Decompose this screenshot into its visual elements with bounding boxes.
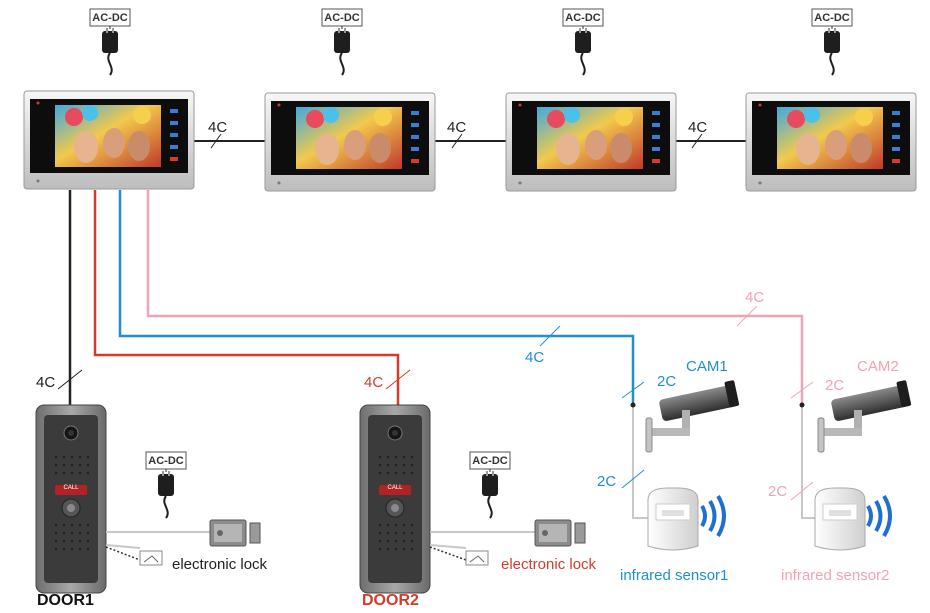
lock2-label: electronic lock <box>501 556 597 573</box>
cam1-label: CAM1 <box>686 358 728 375</box>
adapter-label: AC-DC <box>92 12 127 24</box>
cable-label-2c-sensor2: 2C <box>768 483 787 500</box>
wire-gray-sensor1 <box>632 405 648 519</box>
adapter-monitor-4: AC-DC <box>811 8 853 76</box>
wire-pink-cam2 <box>146 190 804 405</box>
adapter-monitor-3: AC-DC <box>562 8 604 76</box>
monitor-3 <box>505 92 677 192</box>
monitor-4 <box>745 92 917 192</box>
wire-red-door2 <box>93 190 400 412</box>
cable-label-4c: 4C <box>208 119 227 136</box>
adapter-label: AC-DC <box>472 455 507 467</box>
door2-label: DOOR2 <box>362 592 419 609</box>
electronic-lock-2 <box>534 519 586 547</box>
camera-1 <box>645 379 740 453</box>
monitor-2 <box>264 92 436 192</box>
wire-gray-sensor2 <box>801 405 815 519</box>
wireless-waves-icon <box>700 494 726 538</box>
door-station-1 <box>35 404 107 594</box>
cable-label-4c-door1: 4C <box>36 374 55 391</box>
adapter-label: AC-DC <box>324 12 359 24</box>
adapter-label: AC-DC <box>148 455 183 467</box>
infrared-sensor-2 <box>814 487 866 551</box>
sensor2-label: infrared sensor2 <box>781 567 889 584</box>
cable-label-4c-door2: 4C <box>364 374 383 391</box>
monitor-1 <box>23 90 195 190</box>
call-button-label: CALL <box>387 485 403 491</box>
cable-label-2c-sensor1: 2C <box>597 473 616 490</box>
door1-label: DOOR1 <box>37 592 94 609</box>
sensor1-label: infrared sensor1 <box>620 567 728 584</box>
cable-label-4c: 4C <box>688 119 707 136</box>
cable-label-4c: 4C <box>447 119 466 136</box>
adapter-label: AC-DC <box>565 12 600 24</box>
cable-label-4c-cam2: 4C <box>745 289 764 306</box>
exit-button-icon <box>465 550 489 566</box>
cam2-label: CAM2 <box>857 358 899 375</box>
lock1-label: electronic lock <box>172 556 268 573</box>
wireless-waves-icon <box>866 494 892 538</box>
call-button-label: CALL <box>63 485 79 491</box>
adapter-label: AC-DC <box>814 12 849 24</box>
cable-label-4c-cam1: 4C <box>525 349 544 366</box>
adapter-door-2: AC-DC <box>469 451 511 519</box>
cable-label-2c-cam1: 2C <box>657 373 676 390</box>
adapter-door-1: AC-DC <box>145 451 187 519</box>
adapter-monitor-1: AC-DC <box>89 8 131 76</box>
cable-label-2c-cam2: 2C <box>825 377 844 394</box>
adapter-monitor-2: AC-DC <box>321 8 363 76</box>
wire-blue-cam1 <box>118 190 635 405</box>
door-station-2 <box>359 404 431 594</box>
electronic-lock-1 <box>209 519 261 547</box>
infrared-sensor-1 <box>647 487 699 551</box>
exit-button-icon <box>139 550 163 566</box>
